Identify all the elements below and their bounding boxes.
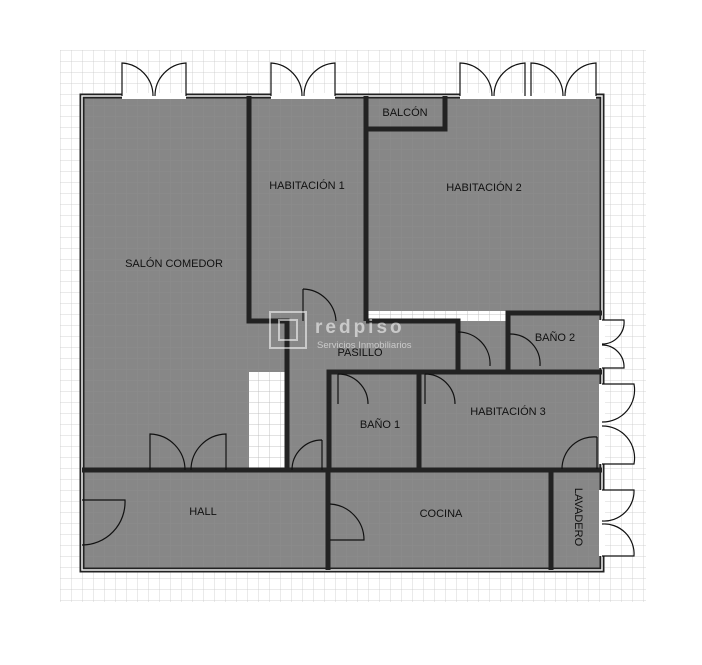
door-salon-bottom-right-icon bbox=[190, 433, 227, 471]
door-lavadero-ext-b-icon bbox=[601, 523, 635, 557]
walls-layer bbox=[79, 93, 605, 573]
door-cocina-icon bbox=[329, 503, 365, 541]
label-salon-comedor: SALÓN COMEDOR bbox=[125, 257, 223, 270]
door-hab2-top-a-icon bbox=[459, 62, 493, 97]
door-hab2-icon bbox=[457, 331, 491, 367]
door-hab2-top-b-icon bbox=[493, 62, 526, 97]
wall-bano1-top bbox=[326, 369, 458, 470]
door-hab2-top-d-icon bbox=[564, 62, 597, 97]
door-bano2-ext-b-icon bbox=[601, 344, 625, 369]
label-balcon: BALCÓN bbox=[382, 106, 427, 119]
door-hab1-icon bbox=[302, 288, 337, 322]
opening-salon-window bbox=[122, 93, 186, 99]
door-hab2-top-c-icon bbox=[530, 62, 564, 97]
door-hab1-top-left-icon bbox=[270, 62, 303, 97]
door-hab3-ext-b-icon bbox=[601, 425, 636, 465]
opening-hab1-window bbox=[271, 93, 335, 99]
label-bano-1: BAÑO 1 bbox=[360, 418, 400, 431]
wall-balcon bbox=[366, 96, 448, 132]
door-salon-top-right-icon bbox=[154, 62, 187, 97]
door-hab3-icon bbox=[424, 373, 456, 405]
label-habitacion-2: HABITACIÓN 2 bbox=[446, 181, 522, 194]
label-cocina: COCINA bbox=[420, 508, 463, 520]
wall-hab2-bottom-left bbox=[366, 318, 461, 372]
door-salon-top-left-icon bbox=[121, 62, 154, 97]
door-hab1-top-right-icon bbox=[303, 62, 336, 97]
door-salon-bottom-left-icon bbox=[149, 433, 186, 471]
rooms-layer bbox=[82, 96, 602, 570]
watermark-brand: redpiso bbox=[315, 317, 405, 338]
wall-bano2 bbox=[505, 310, 602, 372]
room-grid-overlay bbox=[82, 96, 602, 570]
watermark: redpiso Servicios Inmobiliarios bbox=[269, 311, 412, 351]
opening-hab2-window bbox=[460, 93, 596, 99]
watermark-tagline: Servicios Inmobiliarios bbox=[317, 340, 412, 351]
watermark-logo-icon bbox=[269, 311, 307, 349]
wall-salon-east bbox=[246, 96, 290, 470]
door-hab3-bottom-icon bbox=[561, 436, 598, 470]
label-lavadero: LAVADERO bbox=[572, 488, 584, 547]
door-pasillo-lower-icon bbox=[291, 439, 323, 471]
labels-layer: SALÓN COMEDOR HABITACIÓN 1 HABITACIÓN 2 … bbox=[125, 106, 584, 547]
door-bano2-icon bbox=[509, 333, 541, 367]
doors-layer bbox=[81, 62, 636, 557]
opening-lavadero-window bbox=[599, 490, 605, 556]
opening-hab3-window bbox=[599, 384, 605, 464]
watermark-logo-inner-icon bbox=[278, 319, 298, 341]
label-habitacion-1: HABITACIÓN 1 bbox=[269, 179, 345, 192]
label-bano-2: BAÑO 2 bbox=[535, 331, 575, 344]
door-lavadero-ext-a-icon bbox=[601, 489, 635, 522]
door-hall-entrance-icon bbox=[81, 499, 126, 546]
door-hab3-ext-a-icon bbox=[601, 383, 636, 423]
label-hall: HALL bbox=[189, 506, 217, 518]
label-habitacion-3: HABITACIÓN 3 bbox=[470, 405, 546, 418]
door-bano1-icon bbox=[337, 373, 369, 405]
door-bano2-ext-a-icon bbox=[601, 319, 625, 345]
label-pasillo: PASILLO bbox=[337, 347, 382, 359]
